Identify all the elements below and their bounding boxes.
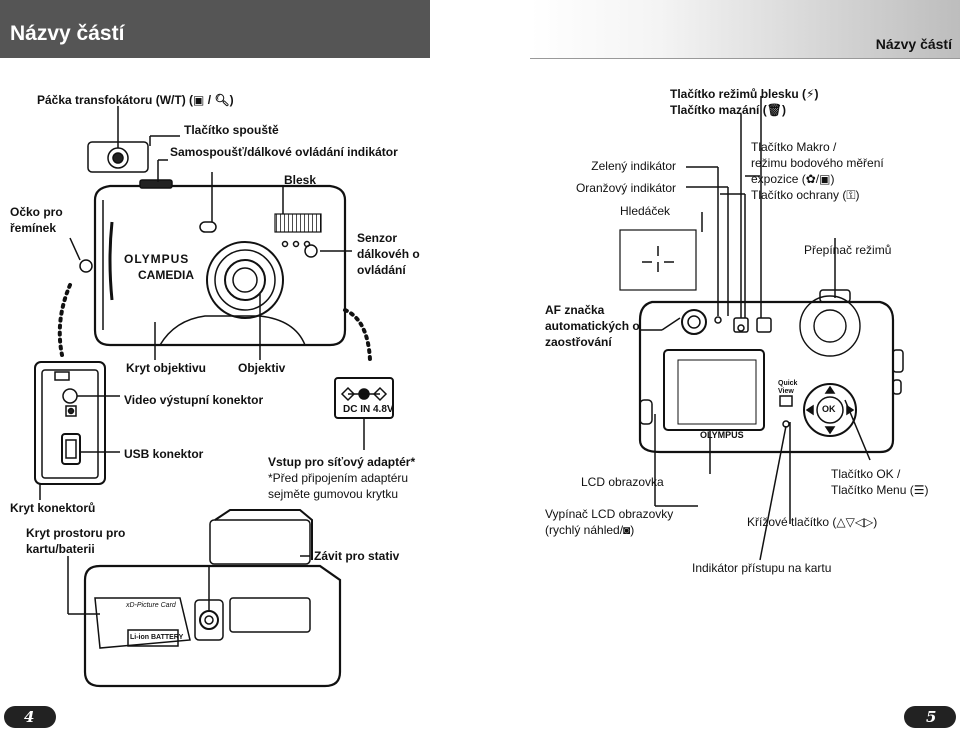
self-timer-label: Samospoušť/dálkové ovládání indikátor	[170, 145, 398, 159]
trash-icon: 🗑︎	[766, 103, 782, 117]
shutter-button-label: Tlačítko spouště	[184, 123, 279, 137]
macro-label-1: Tlačítko Makro /	[751, 140, 837, 154]
left-page-number: 4	[24, 708, 35, 726]
card-access-label: Indikátor přístupu na kartu	[692, 561, 832, 575]
green-lamp-label: Zelený indikátor	[591, 159, 676, 173]
zoom-lever-label: Páčka transfokátoru (W/T) (▣ / 🔍︎)	[37, 93, 234, 107]
remote-sensor-label: Senzor dálkovéh o ovládání	[357, 231, 420, 277]
erase-label: Tlačítko mazání (🗑︎)	[670, 103, 786, 117]
olympus-logo-front: OLYMPUS	[124, 252, 190, 266]
flash-mode-label: Tlačítko režimů blesku (⚡)	[670, 87, 819, 101]
battery-cover-label: Kryt prostoru pro kartu/baterii	[26, 526, 126, 556]
usb-label: USB konektor	[124, 447, 204, 461]
orange-lamp-label: Oranžový indikátor	[575, 181, 676, 195]
lcd-switch-label-2: (rychlý náhled/◙)	[545, 523, 635, 537]
lcd-label: LCD obrazovka	[581, 475, 664, 489]
battery-text: Li-ion BATTERY	[130, 634, 184, 641]
dc-note-1: *Před připojením adaptéru	[268, 471, 409, 485]
lens-cover-label: Kryt objektivu	[126, 361, 207, 375]
olympus-logo-back: OLYMPUS	[700, 430, 744, 440]
camera-side-illustration	[34, 361, 106, 485]
dc-note-2: sejměte gumovou krytku	[268, 487, 399, 501]
left-header-bar	[0, 0, 430, 58]
connector-cover-label: Kryt konektorů	[10, 501, 96, 515]
macro-spot-icon: ✿/▣	[805, 172, 831, 186]
lens-label: Objektiv	[238, 361, 286, 375]
left-page-title: Názvy částí	[10, 22, 125, 45]
right-page-number: 5	[926, 708, 937, 726]
left-page-number-bar	[4, 706, 56, 728]
macro-label-3: expozice (✿/▣)	[751, 172, 835, 186]
af-mark-label: AF značka automatických o zaostřování	[545, 303, 640, 349]
lightning-icon: ⚡	[806, 87, 815, 101]
menu-icon: ☰	[913, 483, 925, 497]
wide-tele-icon: ▣ / 🔍︎	[193, 93, 230, 107]
flash-label: Blesk	[284, 173, 317, 187]
quick-view-text: Quick View	[778, 380, 798, 395]
macro-label-2: režimu bodového měření	[751, 156, 884, 170]
mode-dial-label: Přepínač režimů	[804, 243, 892, 257]
ok-text: OK	[822, 404, 836, 414]
key-icon: ⚿	[846, 188, 856, 202]
dc-in-label: DC IN 4.8V	[343, 404, 394, 415]
arrow-pad-label: Křížové tlačítko (△▽◁▷)	[747, 515, 878, 529]
viewfinder-label: Hledáček	[620, 204, 671, 218]
camera-bottom-illustration	[83, 509, 342, 688]
camera-front-illustration	[79, 136, 347, 347]
right-page-title: Názvy částí	[875, 36, 952, 52]
right-header-bar	[530, 0, 960, 59]
dc-input-label: Vstup pro síťový adaptér*	[268, 455, 416, 469]
tripod-label: Závit pro stativ	[314, 549, 400, 563]
lcd-switch-label-1: Vypínač LCD obrazovky	[545, 507, 674, 521]
ok-button-label-2: Tlačítko Menu (☰)	[831, 483, 929, 497]
arrow-pad-icon: △▽◁▷	[836, 515, 874, 529]
video-out-label: Video výstupní konektor	[124, 393, 264, 407]
right-page-number-bar	[904, 706, 956, 728]
quick-view-icon: ◙	[623, 523, 631, 537]
strap-eyelet-label: Očko pro řemínek	[10, 205, 63, 235]
xd-card-text: xD-Picture Card	[126, 602, 176, 609]
protect-label: Tlačítko ochrany (⚿)	[751, 188, 860, 202]
camedia-logo: CAMEDIA	[138, 268, 194, 282]
ok-button-label-1: Tlačítko OK /	[831, 467, 901, 481]
